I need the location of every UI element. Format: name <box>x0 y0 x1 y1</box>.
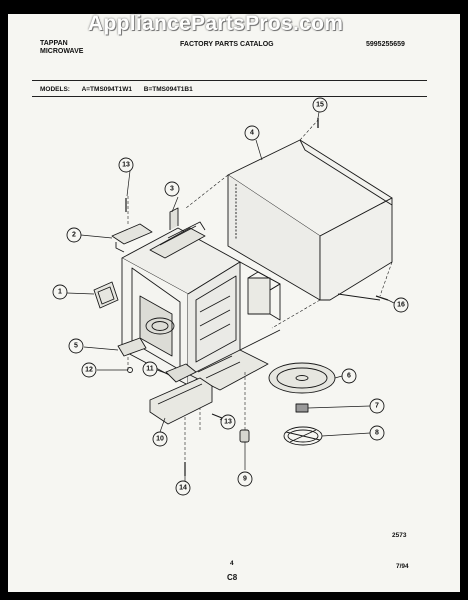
callout-7 <box>369 398 385 414</box>
svg-text:5: 5 <box>74 343 78 350</box>
model-a: A=TMS094T1W1 <box>81 86 132 93</box>
catalog-title: FACTORY PARTS CATALOG <box>180 41 274 48</box>
models-line: MODELS: A=TMS094T1W1 B=TMS094T1B1 <box>40 86 203 93</box>
svg-text:1: 1 <box>58 289 62 296</box>
header-rule <box>32 80 427 81</box>
callout-10 <box>152 431 168 447</box>
bracket <box>111 223 153 245</box>
screw-lower <box>211 413 223 419</box>
models-rule <box>32 96 427 97</box>
callout-8 <box>369 425 385 441</box>
callout-4 <box>244 125 260 141</box>
svg-text:9: 9 <box>243 476 247 483</box>
hinge <box>117 337 147 357</box>
callout-13-top <box>118 157 134 173</box>
turntable-hub <box>295 403 309 413</box>
model-b: B=TMS094T1B1 <box>143 86 193 93</box>
svg-text:3: 3 <box>170 186 174 193</box>
catalog-number: 5995255659 <box>366 41 405 48</box>
callout-15 <box>312 97 328 113</box>
motor <box>165 363 197 383</box>
svg-text:7: 7 <box>375 403 379 410</box>
callout-6 <box>341 368 357 384</box>
screw-16 <box>375 295 389 301</box>
oven-cavity <box>121 207 281 391</box>
svg-text:8: 8 <box>375 430 379 437</box>
svg-text:11: 11 <box>146 366 154 373</box>
callout-2 <box>66 227 82 243</box>
callout-9 <box>237 471 253 487</box>
callout-14 <box>175 480 191 496</box>
svg-text:10: 10 <box>156 436 164 443</box>
section-code: C8 <box>227 573 238 582</box>
callout-5 <box>68 338 84 354</box>
outer-case <box>227 139 393 301</box>
coupler <box>239 429 250 443</box>
models-label: MODELS: <box>40 86 70 93</box>
page-number: 4 <box>230 560 234 567</box>
watermark: AppliancePartsPros.com <box>88 12 344 35</box>
callout-3 <box>164 181 180 197</box>
door-latch <box>93 281 119 309</box>
diagram-code: 2573 <box>392 532 407 539</box>
product-type: MICROWAVE <box>40 48 84 55</box>
svg-text:6: 6 <box>347 373 351 380</box>
alignment-lines <box>185 119 393 329</box>
turntable-glass <box>268 362 336 394</box>
svg-text:15: 15 <box>316 102 324 109</box>
svg-text:13: 13 <box>224 419 232 426</box>
callout-12 <box>81 362 97 378</box>
svg-text:16: 16 <box>397 302 405 309</box>
svg-text:4: 4 <box>250 130 254 137</box>
callout-16 <box>393 297 409 313</box>
svg-text:2: 2 <box>72 232 76 239</box>
brand-name: TAPPAN <box>40 40 68 47</box>
svg-text:13: 13 <box>122 162 130 169</box>
callout-11 <box>142 361 158 377</box>
callout-1 <box>52 284 68 300</box>
footer-date: 7/94 <box>396 563 409 570</box>
svg-text:12: 12 <box>85 367 93 374</box>
base-tray <box>149 377 213 425</box>
callout-13-lower <box>220 414 236 430</box>
svg-text:14: 14 <box>179 485 187 492</box>
